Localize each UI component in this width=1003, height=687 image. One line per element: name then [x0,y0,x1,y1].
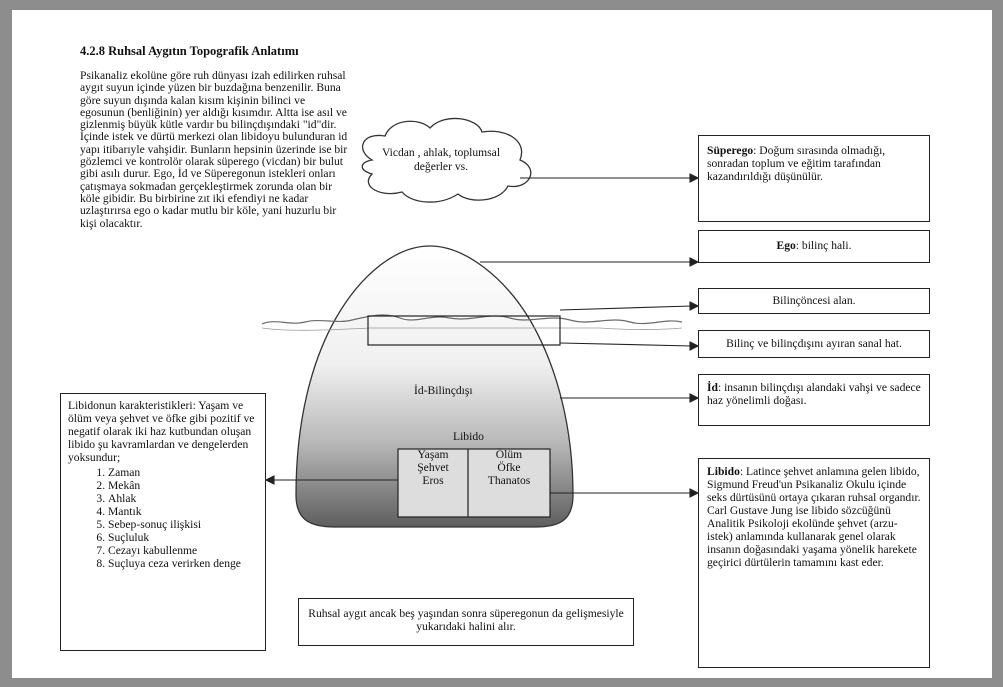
libido-term: Libido [707,465,740,478]
id-box: İd: insanın bilinçdışı alandaki vahşi ve… [698,374,930,426]
preconscious-box: Bilinçöncesi alan. [698,288,930,314]
list-item: Mekân [108,479,258,492]
olum-line-3: Thanatos [487,474,531,487]
yasam-line-3: Eros [422,474,444,487]
intro-paragraph: Psikanaliz ekolüne göre ruh dünyası izah… [80,69,348,230]
superego-term: Süperego [707,144,754,157]
ruhsal-note-box: Ruhsal aygıt ancak beş yaşından sonra sü… [298,598,634,646]
section-heading: 4.2.8 Ruhsal Aygıtın Topografik Anlatımı [80,44,299,58]
list-item: Cezayı kabullenme [108,544,258,557]
libido-label: Libido [453,430,484,443]
list-item: Sebep-sonuç ilişkisi [108,518,258,531]
ego-box: Ego: bilinç hali. [698,230,930,263]
libido-characteristics-list: Zaman Mekân Ahlak Mantık Sebep-sonuç ili… [68,466,258,570]
libido-characteristics-intro: Libidonun karakteristikleri: Yaşam ve öl… [68,399,255,464]
ego-text: : bilinç hali. [795,239,852,252]
yasam-line-2: Şehvet [417,461,449,474]
id-text: : insanın bilinçdışı alandaki vahşi ve s… [707,381,921,407]
id-term: İd [707,381,718,394]
superego-text: : Doğum sırasında olmadığı, sonradan top… [707,144,886,183]
superego-box: Süperego: Doğum sırasında olmadığı, sonr… [698,135,930,222]
ego-term: Ego [776,239,796,252]
boundary-line-box: Bilinç ve bilinçdışını ayıran sanal hat. [698,330,930,358]
arrow-oncesi [559,305,693,311]
superego-cloud [361,117,532,203]
libido-box: Libido: Latince şehvet anlamına gelen li… [698,458,930,668]
preconscious-rect [367,315,561,346]
olum-line-2: Öfke [497,461,521,474]
id-bilincdisi-label: İd-Bilinçdışı [414,384,473,397]
arrow-hat [559,342,693,347]
list-item: Suçluluk [108,531,258,544]
libido-inner-box [397,448,551,518]
olum-cell: Ölüm Öfke Thanatos [468,443,550,506]
libido-characteristics-box: Libidonun karakteristikleri: Yaşam ve öl… [60,393,266,651]
yasam-line-1: Yaşam [417,448,449,461]
list-item: Suçluya ceza verirken denge [108,557,258,570]
water-line [261,314,683,325]
libido-text: : Latince şehvet anlamına gelen libido, … [707,465,921,569]
olum-line-1: Ölüm [495,448,523,461]
yasam-cell: Yaşam Şehvet Eros [398,443,468,506]
list-item: Zaman [108,466,258,479]
list-item: Mantık [108,505,258,518]
cloud-label: Vicdan , ahlak, toplumsal değerler vs. [381,146,501,173]
list-item: Ahlak [108,492,258,505]
